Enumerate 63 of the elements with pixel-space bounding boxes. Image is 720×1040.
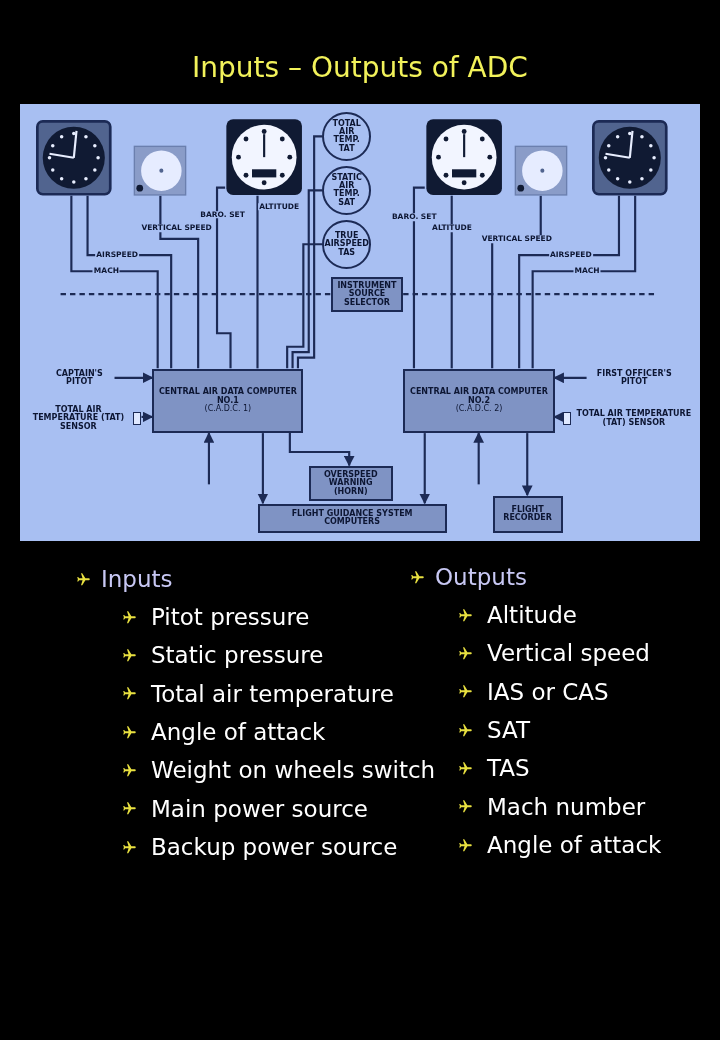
signal-line [288,433,355,467]
list-item: Main power source [151,794,368,824]
box-text: CENTRAL AIR DATA COMPUTER NO.1 [158,388,298,405]
box-text: (C.A.D.C. 1) [204,405,252,414]
unit-box [403,368,555,434]
list-item: Backup power source [151,832,398,862]
unit-box [330,276,404,312]
altimeter-gauge-drawing [425,117,504,196]
vertical-speed-gauge-drawing [133,144,188,196]
signal-line [450,195,453,369]
box-text: OVERSPEED WARNING (HORN) [322,470,379,496]
unit-box [152,368,304,434]
sensor-label: TOTAL AIR TEMPERATURE (TAT) SENSOR [31,405,126,432]
list-item: Weight on wheels switch [151,756,436,786]
list-item: Mach number [487,792,646,822]
list-item: TAS [487,754,530,784]
list-item: IAS or CAS [487,677,609,707]
slide-title: Inputs – Outputs of ADC [191,50,529,85]
box-text: (C.A.D.C. 2) [455,405,503,414]
pitot-label: CAPTAIN'S PITOT [44,365,115,391]
selector-link [403,293,655,296]
signal-line [141,411,154,423]
signal-line [286,243,323,369]
signal-line [70,195,159,369]
list-item: Pitot pressure [151,603,310,632]
box-text: FLIGHT GUIDANCE SYSTEM COMPUTERS [290,510,414,527]
unit-box [492,495,563,534]
signal-line [473,432,485,485]
unit-box [308,465,393,501]
list-item: Total air temperature [151,679,394,709]
signal-line [521,433,533,497]
selector-link [60,293,331,296]
signal-line [257,433,269,505]
pitot-label: FIRST OFFICER'S PITOT [587,360,682,396]
airspeed-gauge-drawing [36,120,112,196]
signal-line [296,135,323,369]
signal-line [215,186,232,369]
signal-line [203,432,215,485]
sensor-label: TOTAL AIR TEMPERATURE (TAT) SENSOR [575,410,693,427]
signal-line [114,372,154,384]
list-item: Static pressure [151,641,324,671]
box-text: FLIGHT RECORDER [502,506,553,523]
signal-line [291,189,323,369]
airspeed-gauge-drawing [592,120,668,196]
box-text: INSTRUMENT SOURCE SELECTOR [336,281,398,307]
box-text: CENTRAL AIR DATA COMPUTER NO.2 [409,388,549,405]
unit-box [257,503,447,534]
list-heading: Inputs [101,565,173,594]
list-item: SAT [487,715,531,745]
signal-line [419,433,431,505]
signal-line [412,186,425,369]
signal-line [256,195,259,369]
signal-line [553,372,587,384]
vertical-speed-gauge-drawing [514,144,569,196]
list-item: Altitude [487,601,577,630]
list-heading: Outputs [435,563,527,592]
list-item: Angle of attack [151,717,326,747]
altimeter-gauge-drawing [225,117,304,196]
list-item: Vertical speed [487,639,650,669]
list-item: Angle of attack [487,830,662,860]
signal-line [531,195,637,369]
signal-line [159,195,200,369]
signal-line [553,411,564,423]
